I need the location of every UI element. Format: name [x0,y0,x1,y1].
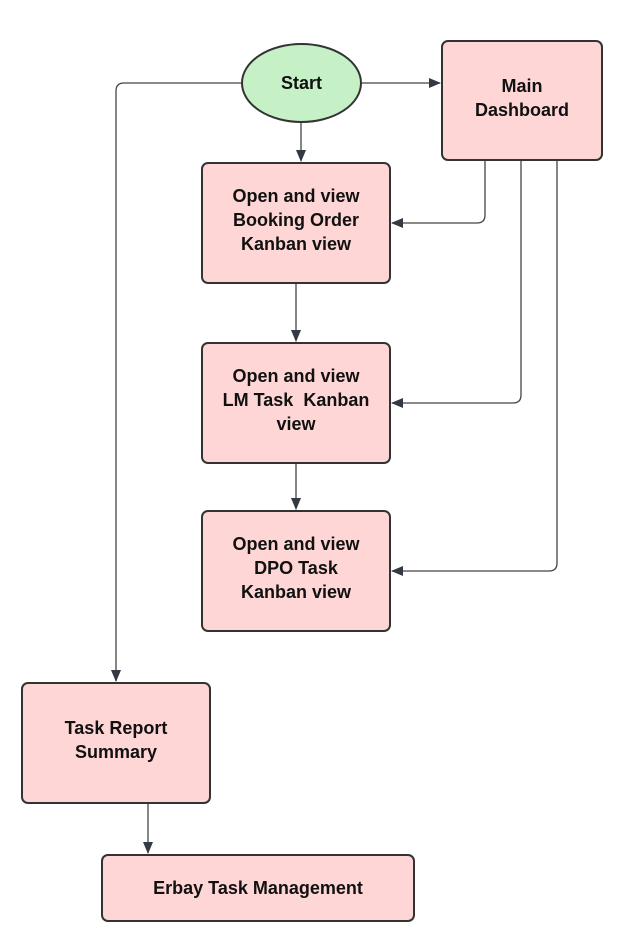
lm-task-box [201,342,391,464]
main-dashboard-box [441,40,603,161]
node-label-line: LM Task Kanban [223,390,370,410]
edge-main-dashboard-to-booking-order [391,160,486,228]
task-report-box [21,682,211,804]
node-label-line: view [276,414,316,434]
node-label-line: Summary [75,742,157,762]
node-label-line: Open and view [232,534,360,554]
node-lm-task: Open and view LM Task Kanban view [201,342,391,464]
node-start: Start [241,43,362,123]
edge-main-dashboard-to-lm-task [391,160,522,408]
node-lm-task-label: Open and view LM Task Kanban view [223,366,370,434]
edges [111,78,558,854]
node-label-line: DPO Task [254,558,339,578]
node-label-line: Main [501,76,542,96]
node-label-line: Erbay Task Management [153,878,363,898]
edge-start-to-task-report [111,82,242,682]
node-erbay-label: Erbay Task Management [153,878,363,898]
node-label-line: Kanban view [241,582,352,602]
node-label-line: Open and view [232,366,360,386]
node-label-line: Booking Order [233,210,359,230]
node-label-line: Start [281,73,322,93]
start-ellipse [241,43,362,123]
node-label-line: Dashboard [475,100,569,120]
booking-order-box [201,162,391,284]
node-label-line: Kanban view [241,234,352,254]
erbay-box [101,854,415,922]
node-label-line: Task Report [65,718,168,738]
edge-main-dashboard-to-dpo-task [391,160,558,576]
node-label-line: Open and view [232,186,360,206]
dpo-task-box [201,510,391,632]
node-erbay: Erbay Task Management [101,854,415,922]
node-start-label: Start [281,73,322,93]
